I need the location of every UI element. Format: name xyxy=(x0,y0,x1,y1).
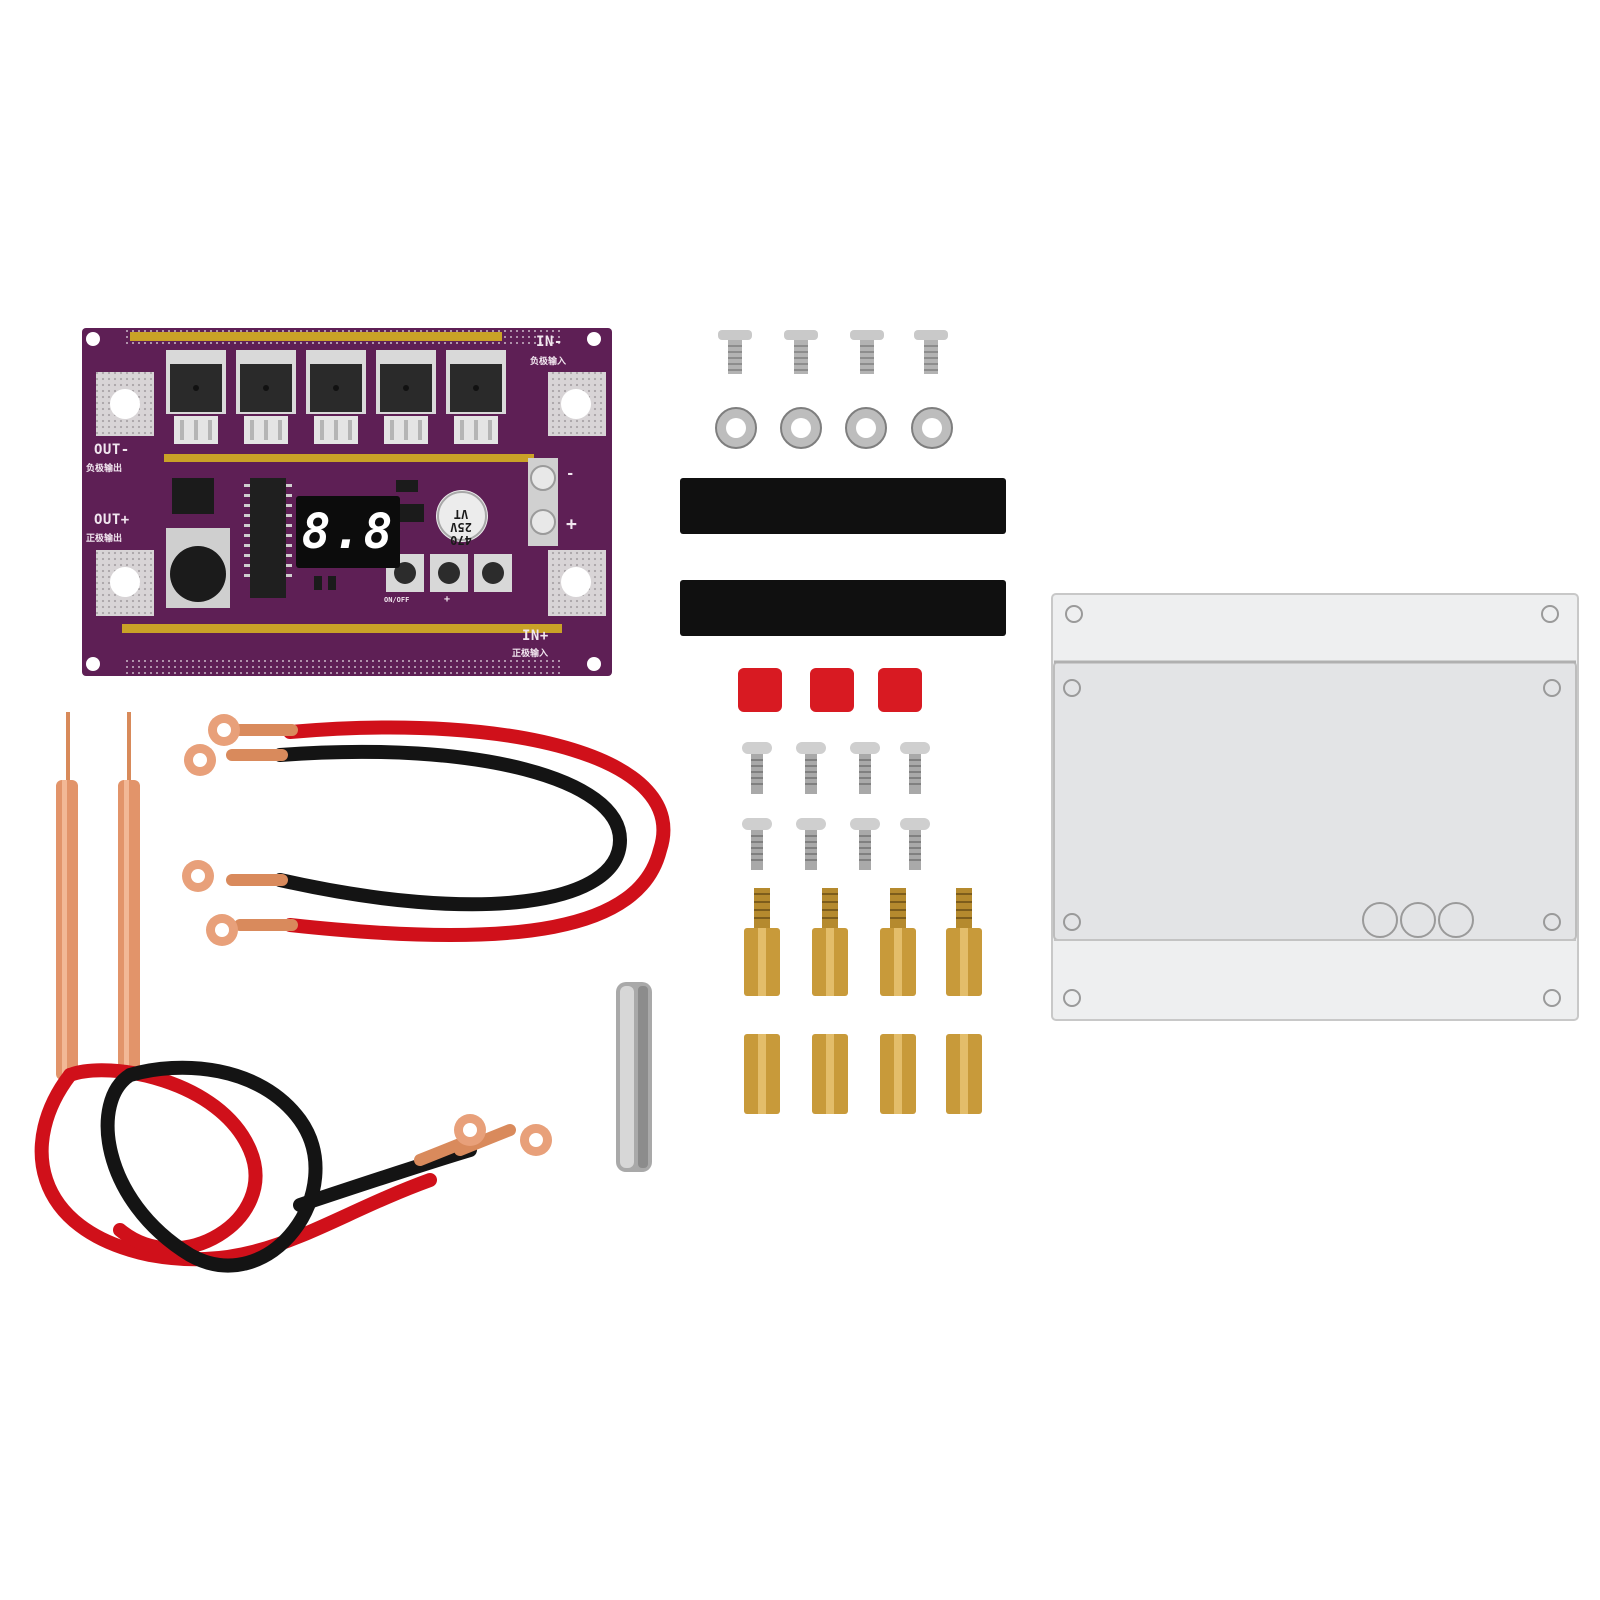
brass-standoffs-threaded xyxy=(744,888,982,996)
gold-bus-bar-top xyxy=(130,332,502,341)
seven-segment-display: 8.8 xyxy=(296,496,400,568)
upper-cable-set xyxy=(226,720,671,943)
label-in-plus-cn: 正极输入 xyxy=(512,649,549,659)
pcb-artwork xyxy=(86,328,606,676)
ring-lugs-upper xyxy=(182,714,240,946)
label-out-plus: OUT+ xyxy=(94,512,130,528)
gold-bus-bar-bottom xyxy=(122,624,562,633)
machine-screws xyxy=(742,742,930,870)
label-out-minus-cn: 负极输出 xyxy=(86,464,123,474)
label-in-plus: IN+ xyxy=(522,628,549,644)
copper-welding-pens xyxy=(56,712,140,1080)
acrylic-case-panels xyxy=(1051,593,1579,1021)
gold-bus-bar-middle xyxy=(164,454,534,462)
tactile-buttons xyxy=(386,554,512,592)
label-out-plus-cn: 正极输出 xyxy=(86,534,123,544)
label-button-plus: + xyxy=(444,594,451,605)
ic-chip xyxy=(250,478,286,598)
label-in-minus: IN- xyxy=(536,334,563,350)
ring-lugs-lower xyxy=(454,1114,552,1156)
brass-standoffs-nuts xyxy=(744,1034,982,1114)
heat-shrink-tube xyxy=(680,580,1006,636)
nickel-strip-roll xyxy=(616,982,652,1172)
washers xyxy=(715,407,953,449)
buzzer xyxy=(170,546,226,602)
capacitor xyxy=(436,490,488,542)
red-caps xyxy=(738,668,922,712)
label-terminal-plus: + xyxy=(566,514,578,535)
label-out-minus: OUT- xyxy=(94,442,130,458)
lower-cable-set xyxy=(34,1060,516,1273)
terminal-plus xyxy=(530,509,556,535)
mosfet-row xyxy=(166,350,506,444)
small-screws-top xyxy=(718,330,948,374)
mount-hole xyxy=(587,657,601,671)
heat-shrink-tube xyxy=(680,478,1006,534)
label-terminal-minus: - xyxy=(566,466,575,482)
terminal-minus xyxy=(530,465,556,491)
label-button-onoff: ON/OFF xyxy=(384,596,410,604)
mount-hole xyxy=(86,332,100,346)
label-in-minus-cn: 负极输入 xyxy=(530,357,567,367)
mount-hole xyxy=(86,657,100,671)
mount-hole xyxy=(587,332,601,346)
spot-welder-control-board: 8.8 470 25V VT IN- 负极输入 OUT- 负极输出 OUT+ 正… xyxy=(82,328,612,676)
